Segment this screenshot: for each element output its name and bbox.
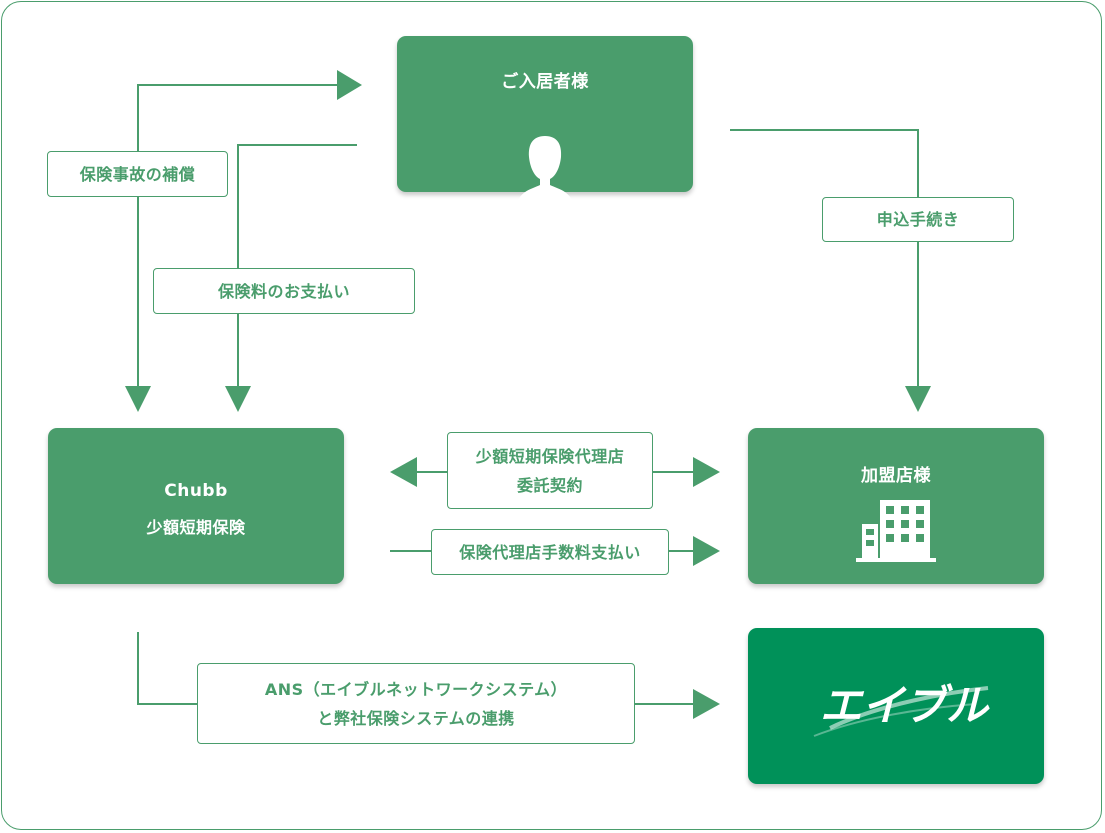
premium-payment-connector [237,144,357,388]
ans-label-line1: ANS（エイブルネットワークシステム） [264,679,568,699]
ans-label-line2: と弊社保険システムの連携 [317,708,515,728]
arrowhead-compensation-to-chubb [125,386,151,412]
chubb-subtitle: 少額短期保険 [146,518,246,537]
compensation-label-text: 保険事故の補償 [79,164,196,184]
person-icon [517,136,573,205]
arrowhead-to-resident [337,70,362,100]
member-store-title: 加盟店様 [861,466,931,486]
premium-payment-label: 保険料のお支払い [153,268,415,314]
compensation-connector [137,84,340,388]
application-label: 申込手続き [822,197,1014,242]
agency-contract-label-line2: 委託契約 [516,475,583,495]
arrowhead-contract-to-store [693,457,720,487]
able-node: エイブル [748,628,1044,784]
resident-node: ご入居者様 [397,36,693,205]
building-icon [856,500,936,562]
premium-payment-label-text: 保険料のお支払い [217,281,350,301]
agency-fee-label-text: 保険代理店手数料支払い [459,542,641,562]
arrowhead-premium-to-chubb [225,386,251,412]
application-label-text: 申込手続き [876,210,960,229]
agency-contract-label-line1: 少額短期保険代理店 [475,446,625,466]
chubb-node: Chubb 少額短期保険 [48,428,344,584]
arrowhead-contract-to-chubb [390,457,417,487]
ans-connector-left [137,632,198,705]
able-logo-text: エイブル [820,681,990,730]
chubb-title: Chubb [164,481,228,501]
compensation-label: 保険事故の補償 [47,151,228,197]
application-connector [730,129,919,388]
arrowhead-application-to-store [905,386,931,412]
able-logo: エイブル [813,681,990,737]
arrowhead-fee-to-store [693,536,720,566]
ans-label: ANS（エイブルネットワークシステム） と弊社保険システムの連携 [197,663,635,744]
agency-contract-label: 少額短期保険代理店 委託契約 [447,432,653,509]
agency-fee-label: 保険代理店手数料支払い [431,529,669,575]
member-store-node: 加盟店様 [748,428,1044,584]
arrowhead-ans-to-able [693,689,720,719]
resident-title: ご入居者様 [501,72,589,92]
